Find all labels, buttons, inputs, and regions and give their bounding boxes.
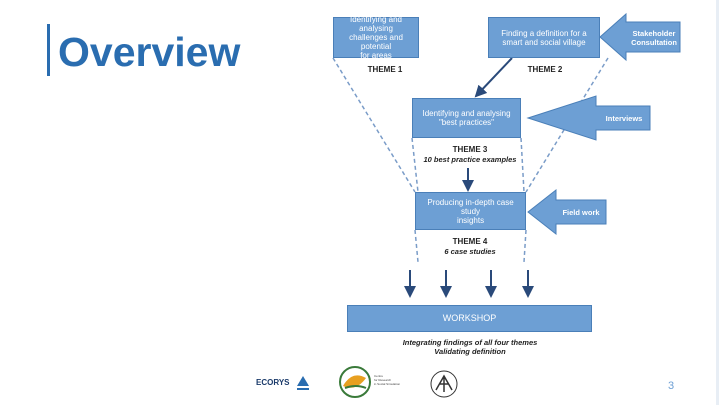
theme4-label: THEME 4 [452, 237, 488, 246]
theme4-subtitle: 6 case studies [444, 247, 496, 256]
input-arrow-stakeholder [599, 12, 681, 62]
input-label-fieldwork: Field work [562, 208, 600, 217]
logo2-leaf [343, 375, 366, 388]
workshop-subtitle-1: Integrating findings of all four themes [402, 338, 538, 347]
arrow-top-right-to-theme3 [474, 57, 513, 98]
logo2-text: Centre for Research in Social Simulation [374, 374, 401, 386]
theme3-subtitle: 10 best practice examples [423, 155, 517, 164]
box-theme4: Producing in-depth case study insights [415, 192, 526, 230]
funnel-line-left-upper [332, 57, 416, 193]
input-arrow-fieldwork [527, 188, 607, 236]
box-workshop: WORKSHOP [347, 305, 592, 332]
input-label-interviews: Interviews [605, 114, 643, 123]
theme1-label: THEME 1 [367, 65, 403, 74]
funnel-line-right-mid [520, 137, 525, 193]
title-accent-bar [47, 24, 50, 76]
ecorys-logo-text: ECORYS [256, 378, 290, 387]
ecorys-logo-mark [297, 376, 309, 386]
workshop-subtitle-2: Validating definition [434, 347, 506, 356]
input-arrow-interviews [526, 95, 651, 141]
funnel-line-left-lower [414, 229, 419, 263]
box-top-left: Identifying and analysing challenges and… [333, 15, 419, 60]
input-label-stakeholder: Stakeholder Consultation [631, 29, 677, 47]
box-top-right: Finding a definition for a smart and soc… [488, 17, 600, 58]
slide-title: Overview [58, 29, 241, 75]
logo2-swoosh [344, 385, 367, 389]
right-edge-line [716, 0, 719, 405]
funnel-line-right-lower [523, 229, 527, 263]
theme2-label: THEME 2 [527, 65, 563, 74]
funnel-line-left-mid [411, 137, 419, 193]
theme3-label: THEME 3 [452, 145, 488, 154]
box-theme3: Identifying and analysing "best practice… [412, 98, 521, 138]
logo3-figure [435, 374, 453, 392]
page-number: 3 [668, 380, 675, 392]
